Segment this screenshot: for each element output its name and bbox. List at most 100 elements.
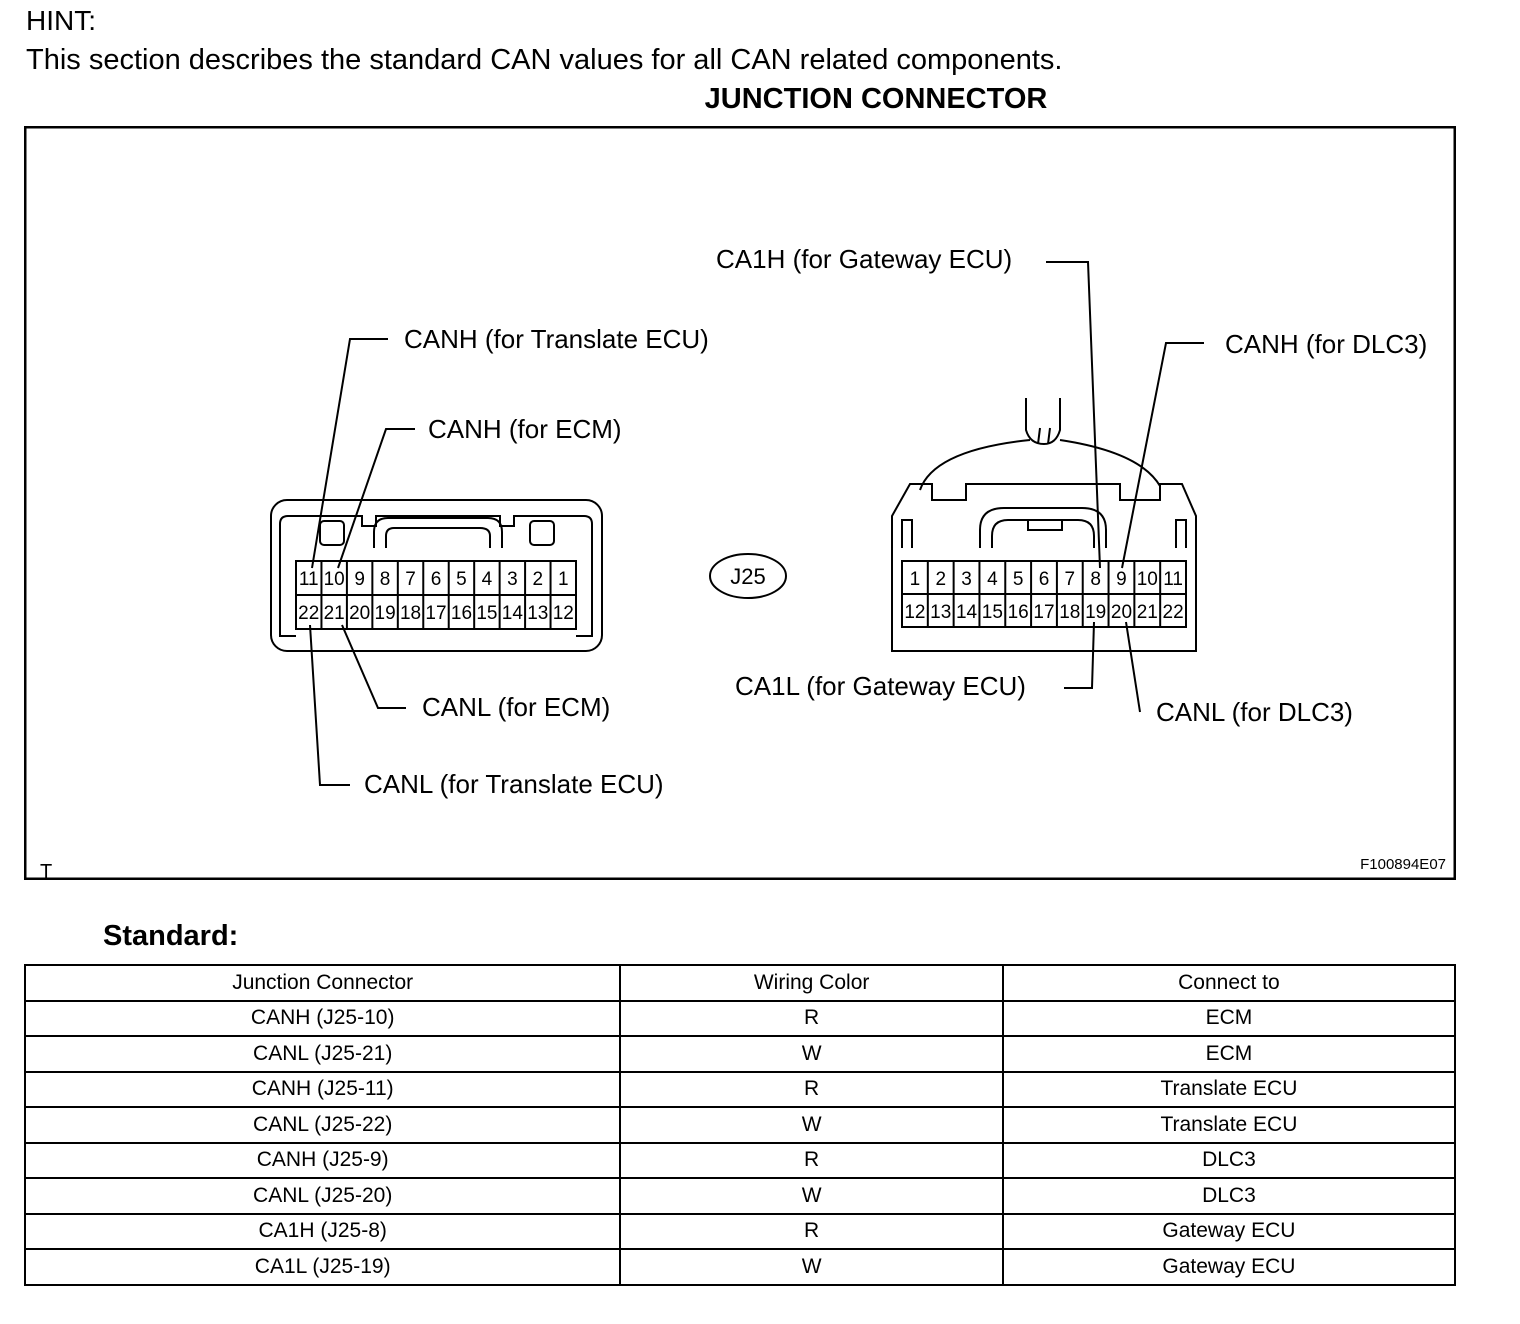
pin-number-label: 12 [904,602,925,623]
left-lock-tab-inner [385,527,491,548]
corner-mark: T [40,861,52,880]
pin-number-label: 6 [431,569,442,590]
right-side-rib-b [1175,519,1187,548]
cell-junction: CANL (J25-22) [23,1106,622,1144]
right-connector [891,398,1197,652]
right-wire-loops [919,439,1161,491]
cell-color: W [619,1035,1004,1073]
leader-canl-translate [309,624,350,786]
pin-number-label: 9 [354,569,365,590]
cell-connect-to: Translate ECU [1001,1106,1457,1144]
pin-number-label: 5 [1013,569,1024,590]
leader-canl-ecm [341,624,406,709]
callout-ca1h-gateway: CA1H (for Gateway ECU) [716,244,1012,274]
right-connector-housing [891,483,1197,652]
connector-id-badge [709,553,787,599]
cell-connect-to: ECM [1001,1035,1457,1073]
hint-label: HINT: [26,5,96,36]
right-lock-tab [979,507,1107,548]
leader-canh-ecm [337,428,415,569]
pin-number-label: 13 [527,603,548,624]
callout-canh-ecm: CANH (for ECM) [428,414,622,444]
pin-number-label: 10 [1137,569,1158,590]
pin-number-label: 14 [502,603,524,624]
cell-color: R [619,1070,1004,1108]
col-header-wiring-color: Wiring Color [619,964,1004,1002]
cell-color: R [619,1141,1004,1179]
pin-number-label: 17 [425,603,446,624]
pin-number-label: 13 [930,602,951,623]
pin-number-label: 22 [298,603,319,624]
pin-number-label: 9 [1116,569,1127,590]
left-connector-outer [270,499,603,652]
cell-junction: CANH (J25-11) [23,1070,622,1108]
cell-connect-to: DLC3 [1001,1141,1457,1179]
right-lock-tab-inner [991,519,1095,548]
pin-number-label: 16 [1008,602,1029,623]
pin-number-label: 19 [375,603,396,624]
pin-number-label: 20 [349,603,370,624]
callout-canh-dlc3: CANH (for DLC3) [1225,329,1427,359]
pin-number-label: 19 [1085,602,1106,623]
callout-canl-ecm: CANL (for ECM) [422,692,610,722]
callout-canl-dlc3: CANL (for DLC3) [1156,697,1353,727]
col-header-junction-connector: Junction Connector [23,964,622,1002]
leader-canh-dlc3 [1121,342,1204,569]
cell-junction: CANL (J25-20) [23,1177,622,1215]
cell-junction: CANL (J25-21) [23,1035,622,1073]
pin-number-label: 8 [380,569,391,590]
pin-number-label: 3 [507,569,518,590]
right-pin-dividers [926,561,1162,627]
cell-color: R [619,1212,1004,1250]
figure-code: F100894E07 [1360,856,1446,873]
leader-ca1h-gateway [1046,261,1101,569]
pin-number-label: 2 [935,569,946,590]
left-connector [270,499,603,652]
pin-number-label: 15 [982,602,1003,623]
pin-number-label: 6 [1039,569,1050,590]
cell-connect-to: Gateway ECU [1001,1212,1457,1250]
pin-number-label: 7 [405,569,416,590]
table-header-row: Junction Connector Wiring Color Connect … [23,964,1457,1002]
left-lock-tab [373,517,503,548]
pin-number-label: 21 [324,603,345,624]
right-wire-bundle [1025,398,1061,446]
pin-number-label: 15 [476,603,497,624]
pin-number-label: 16 [451,603,472,624]
right-lock-slot [1027,519,1063,531]
pin-number-label: 20 [1111,602,1132,623]
pin-number-label: 18 [1059,602,1080,623]
hint-text: This section describes the standard CAN … [26,44,1063,76]
pin-number-label: 5 [456,569,467,590]
pin-number-label: 17 [1033,602,1054,623]
pin-number-label: 12 [553,603,574,624]
cell-color: W [619,1177,1004,1215]
cell-junction: CANH (J25-10) [23,999,622,1037]
right-side-rib-a [901,519,913,548]
cell-color: R [619,999,1004,1037]
callout-ca1l-gateway: CA1L (for Gateway ECU) [735,671,1026,701]
pin-number-label: 7 [1065,569,1076,590]
callout-canh-translate: CANH (for Translate ECU) [404,324,709,354]
cell-color: W [619,1106,1004,1144]
standard-label: Standard: [103,920,239,952]
left-latch-key-a [319,520,345,546]
col-header-connect-to: Connect to [1001,964,1457,1002]
connector-id-text: J25 [730,564,765,589]
callout-leaders [309,261,1204,786]
leader-canh-translate [311,338,388,569]
callout-canl-translate: CANL (for Translate ECU) [364,769,664,799]
cell-connect-to: ECM [1001,999,1457,1037]
pin-number-label: 18 [400,603,421,624]
pin-number-label: 1 [558,569,569,590]
